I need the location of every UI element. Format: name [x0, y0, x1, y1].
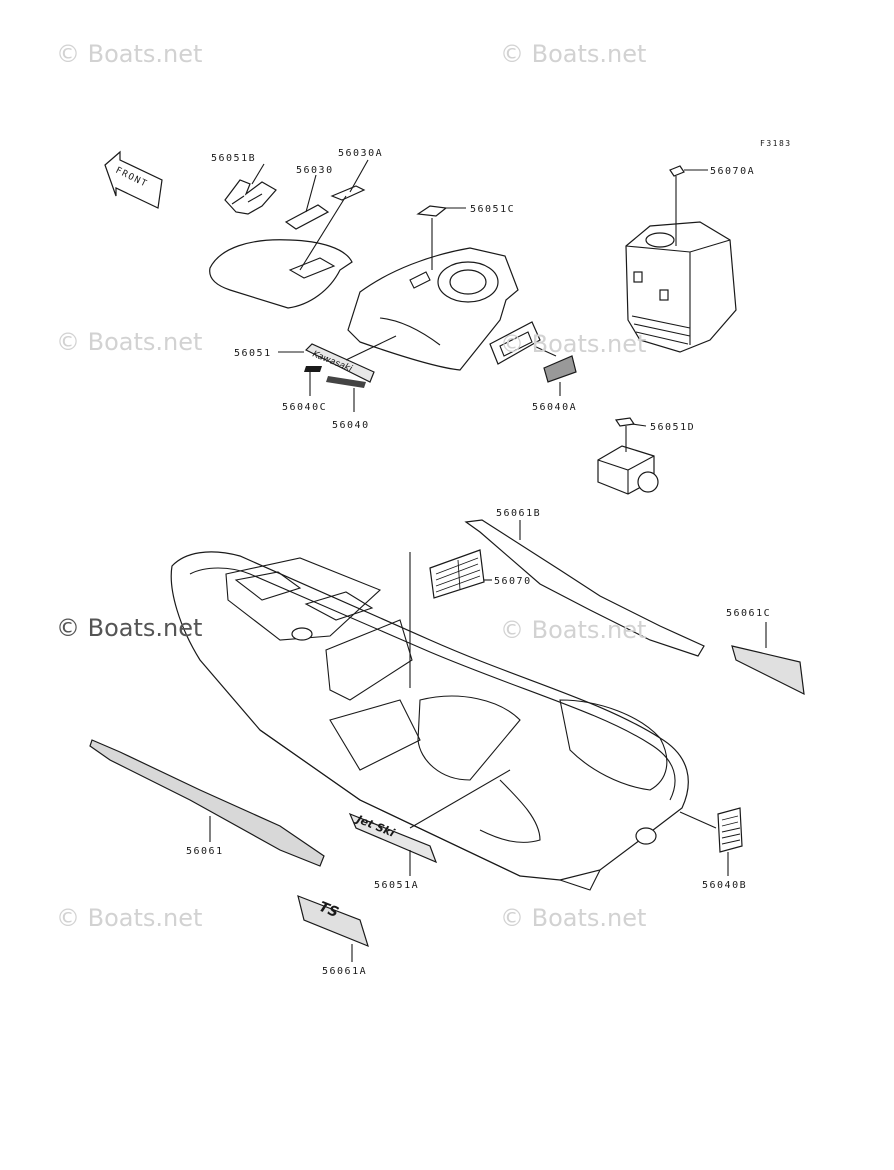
seat-part [209, 239, 353, 309]
stripe-56061 [89, 739, 325, 867]
callout-56051d: 56051D [650, 422, 695, 433]
figure-code: F3183 [760, 139, 792, 148]
decal-56030 [284, 204, 330, 230]
stripe-56040 [326, 376, 366, 388]
callout-56030: 56030 [296, 165, 334, 176]
watermark: © Boats.net [56, 904, 203, 932]
callout-56061a: 56061A [322, 966, 367, 977]
front-arrow: FRONT [104, 150, 163, 209]
callout-56070a: 56070A [710, 166, 755, 177]
fuel-tank-part [625, 221, 737, 353]
watermark: © Boats.net [56, 40, 203, 68]
engine-hood-part [347, 247, 519, 371]
callout-56061b: 56061B [496, 508, 541, 519]
decal-56051d [614, 417, 636, 427]
callout-56040: 56040 [332, 420, 370, 431]
stripe-56061c [731, 645, 805, 696]
callout-56040c: 56040C [282, 402, 327, 413]
decal-56051b [224, 179, 277, 215]
decal-56070a [669, 165, 685, 177]
stripe-56040c [304, 366, 322, 372]
decal-56051c [416, 205, 448, 217]
stripe-56061b [464, 519, 705, 657]
watermark: © Boats.net [56, 614, 203, 642]
watermark: © Boats.net [56, 328, 203, 356]
decal-56070 [429, 549, 485, 599]
kawasaki-badge: Kawasaki [304, 343, 375, 383]
callout-56051c: 56051C [470, 204, 515, 215]
watermark: © Boats.net [500, 616, 647, 644]
ts-decal: TS [297, 895, 369, 948]
box-part-56051d [597, 445, 659, 495]
callout-56051a: 56051A [374, 880, 419, 891]
ts-decal-text: TS [317, 899, 341, 921]
callout-56061: 56061 [186, 846, 224, 857]
callout-56070: 56070 [494, 576, 532, 587]
plate-56040a [489, 321, 541, 365]
watermark: © Boats.net [500, 330, 647, 358]
hull-body [170, 551, 689, 891]
decal-56040b [717, 807, 743, 853]
label-56040a [543, 355, 577, 383]
callout-56051b: 56051B [211, 153, 256, 164]
callout-56040b: 56040B [702, 880, 747, 891]
callout-56040a: 56040A [532, 402, 577, 413]
callout-56061c: 56061C [726, 608, 771, 619]
callout-56030a: 56030A [338, 148, 383, 159]
watermark: © Boats.net [500, 40, 647, 68]
watermark: © Boats.net [500, 904, 647, 932]
leader-lines [209, 159, 767, 962]
callout-56051: 56051 [234, 348, 272, 359]
decal-56030a [330, 185, 366, 201]
